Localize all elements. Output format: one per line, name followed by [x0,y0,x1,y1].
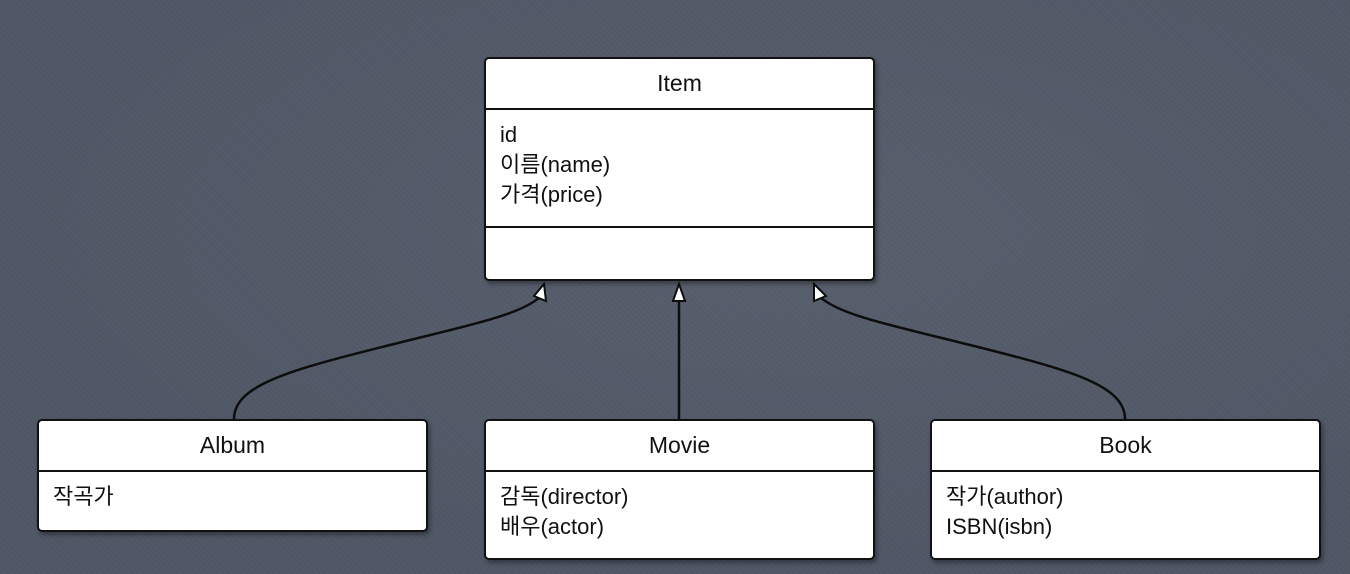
class-movie-attributes: 감독(director) 배우(actor) [486,472,873,542]
class-item[interactable]: Item id 이름(name) 가격(price) [484,57,875,281]
class-album-attributes: 작곡가 [39,472,426,512]
class-album[interactable]: Album 작곡가 [37,419,428,532]
class-item-attributes: id 이름(name) 가격(price) [486,110,873,226]
class-item-attribute: 이름(name) [500,152,611,177]
class-book-attributes: 작가(author) ISBN(isbn) [932,472,1319,542]
class-book[interactable]: Book 작가(author) ISBN(isbn) [930,419,1321,560]
class-book-attribute: 작가(author) [946,484,1064,509]
class-movie-attribute: 배우(actor) [500,514,605,539]
class-movie-name: Movie [486,421,873,472]
book-generalization-arrowhead [813,281,828,303]
class-item-attribute: 가격(price) [500,182,603,207]
class-album-name: Album [39,421,426,472]
class-book-name: Book [932,421,1319,472]
class-item-name: Item [486,59,873,110]
class-album-attribute: 작곡가 [53,484,114,509]
class-movie-attribute: 감독(director) [500,484,629,509]
class-item-methods [486,226,873,279]
album-to-item-connector [232,296,541,420]
movie-generalization-arrowhead [671,280,687,302]
class-movie[interactable]: Movie 감독(director) 배우(actor) [484,419,875,560]
book-to-item-connector [819,296,1127,420]
album-generalization-arrowhead [532,281,548,303]
class-item-attribute: id [500,122,518,147]
class-book-attribute: ISBN(isbn) [946,514,1053,539]
